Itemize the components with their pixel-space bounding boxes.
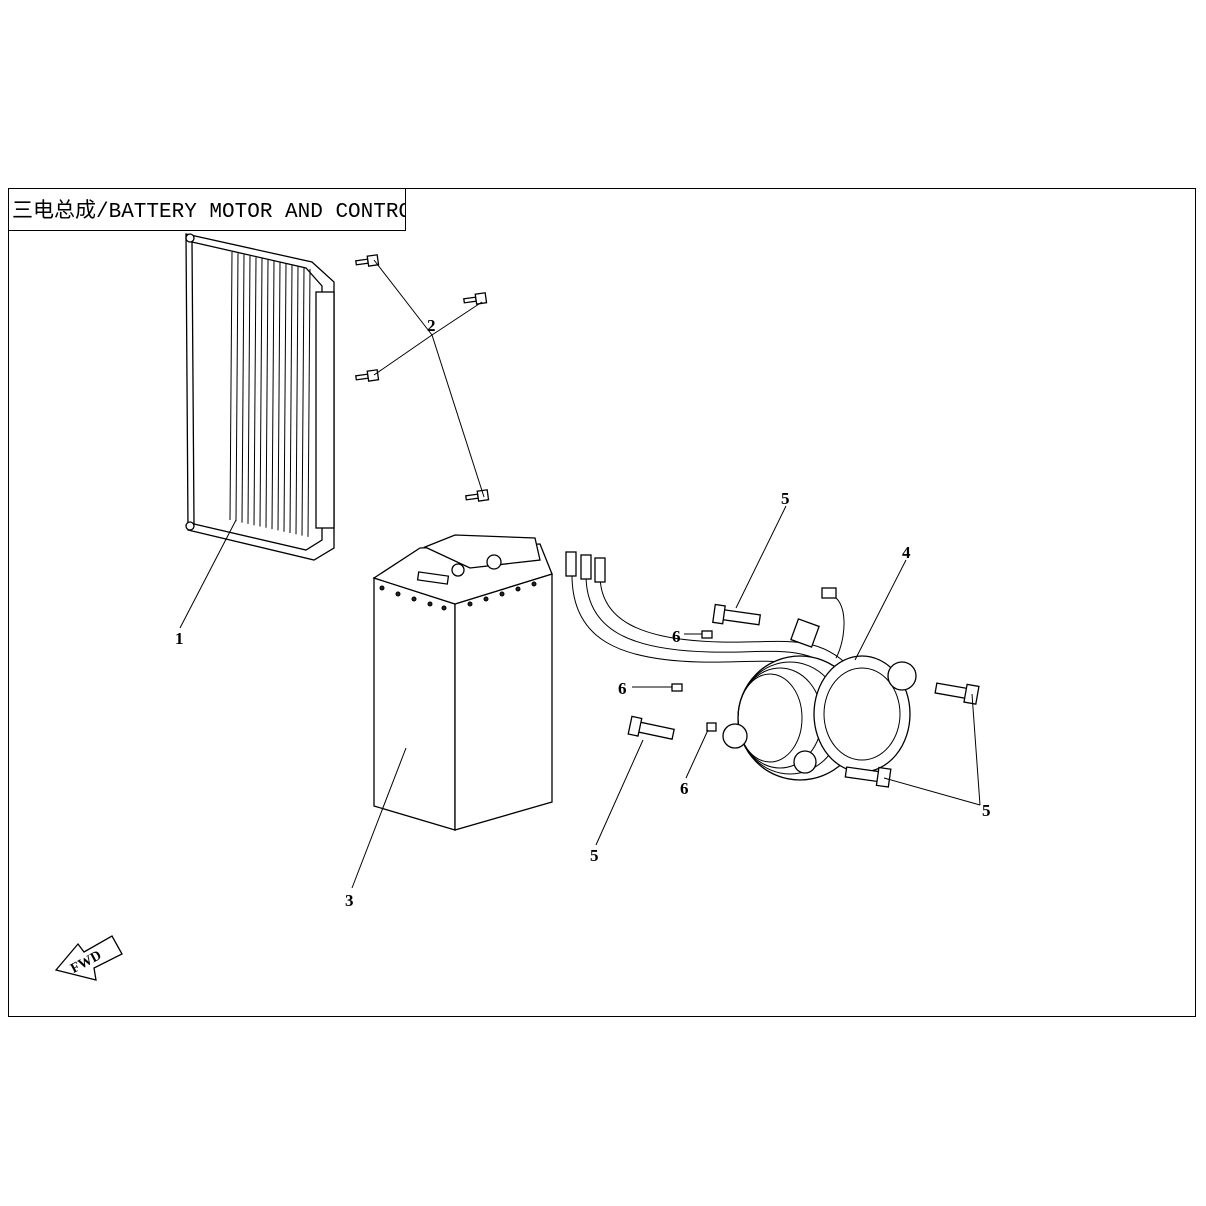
callout-4: 4	[902, 543, 911, 562]
heat-sink-fin	[259, 258, 263, 527]
heat-sink-fin	[235, 253, 239, 522]
heat-sink-fin	[295, 266, 299, 535]
callout-5-right-shared: 5	[982, 801, 991, 820]
heat-sink-fin	[277, 262, 281, 531]
callout-6-bottom: 6	[680, 779, 689, 798]
drawing-frame	[8, 188, 1196, 1017]
motor	[722, 587, 917, 781]
callout-3: 3	[345, 891, 354, 910]
callout-5-bottom: 5	[590, 846, 599, 865]
heat-sink-fin	[247, 255, 251, 524]
heat-sink-fin	[229, 251, 233, 521]
heat-sink-fin	[265, 259, 269, 528]
callout-6-middle: 6	[618, 679, 627, 698]
small-screws	[671, 630, 717, 732]
heat-sink-fin	[271, 261, 275, 530]
fwd-arrow: FWD	[54, 935, 123, 981]
controller-bolts	[355, 254, 490, 502]
heat-sink-fin	[253, 257, 257, 526]
battery	[372, 534, 553, 831]
diagram-title: 三电总成/BATTERY MOTOR AND CONTROLLER	[8, 188, 406, 231]
heat-sink-fin	[289, 264, 293, 534]
callout-2: 2	[427, 316, 436, 335]
callout-5-top: 5	[781, 489, 790, 508]
heat-sink-fin	[241, 254, 245, 523]
heat-sink-fin	[301, 267, 305, 536]
motor-bolts	[627, 603, 980, 788]
leader-lines	[179, 259, 981, 889]
controller	[185, 233, 335, 561]
callout-5-right: 5	[982, 801, 991, 820]
callout-6-top: 6	[672, 627, 681, 646]
callout-1: 1	[175, 629, 184, 648]
heat-sink-fin	[307, 268, 311, 537]
heat-sink-fin	[283, 263, 287, 532]
